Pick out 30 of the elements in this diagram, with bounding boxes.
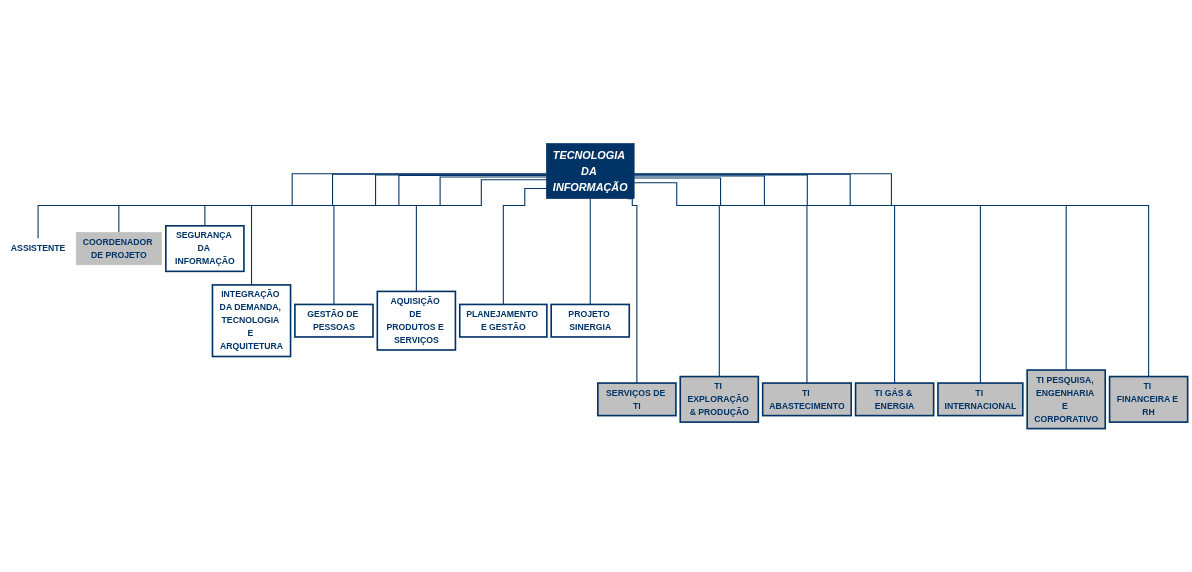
connector	[118, 173, 547, 233]
connector	[633, 182, 720, 378]
node-box: TI ABASTECIMENTO	[761, 382, 853, 417]
node-box: COORDENADOR DE PROJETO	[75, 232, 162, 266]
node-box: TI PESQUISA, ENGENHARIA E CORPORATIVO	[1026, 369, 1107, 430]
node-box: AQUISIÇÃO DE PRODUTOS E SERVIÇOS	[376, 290, 457, 351]
node-box: TI FINANCEIRA E RH	[1108, 375, 1189, 423]
node-box: SERVIÇOS DE TI	[597, 382, 677, 417]
node-box: TI GÁS & ENERGIA	[854, 382, 935, 417]
connector	[333, 176, 547, 305]
connector	[589, 198, 591, 305]
connector	[633, 174, 981, 384]
node-box: TECNOLOGIA DA INFORMAÇÃO	[546, 143, 635, 199]
node-box: TI EXPLORAÇÃO & PRODUÇÃO	[679, 375, 760, 423]
node-box: PROJETO SINERGIA	[550, 303, 631, 338]
connector	[251, 174, 547, 286]
connector	[633, 173, 1150, 378]
node-box: TI INTERNACIONAL	[937, 382, 1024, 417]
node-box: PLANEJAMENTO E GESTÃO	[458, 303, 548, 338]
node-box: SEGURANÇA DA INFORMAÇÃO	[165, 225, 245, 273]
node-box: INTEGRAÇÃO DA DEMANDA, TECNOLOGIA E ARQUITETURA	[211, 284, 292, 358]
connector	[633, 177, 808, 384]
connector	[37, 173, 547, 240]
connector	[204, 174, 547, 227]
connector	[502, 187, 547, 305]
connector	[415, 179, 547, 292]
connector	[633, 175, 896, 384]
node-text: ASSISTENTE	[10, 243, 66, 253]
node-box: GESTÃO DE PESSOAS	[294, 303, 374, 338]
connector	[633, 173, 1067, 371]
